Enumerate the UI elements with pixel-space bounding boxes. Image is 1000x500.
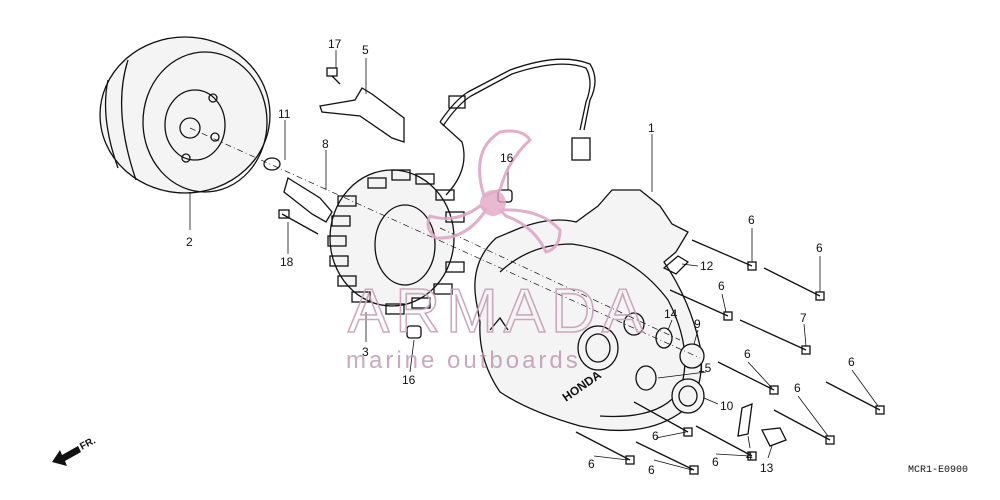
clamp-4 [737, 402, 753, 437]
clamp-12 [662, 255, 690, 275]
dowel-pin-lower [406, 325, 422, 339]
watermark: ARMADA marine outboards [346, 129, 649, 374]
callout-11: 11 [278, 107, 291, 121]
callout-4: 4 [746, 449, 753, 463]
alignment-line [439, 227, 681, 341]
callout-6f: 6 [794, 381, 801, 395]
leader-lines [189, 50, 879, 471]
wire-clamp-bracket [319, 87, 405, 143]
callout-5: 5 [362, 43, 369, 57]
arrow-icon [52, 446, 81, 466]
callout-6e: 6 [848, 355, 855, 369]
callout-3: 3 [362, 345, 369, 359]
stator [327, 169, 465, 315]
front-direction-indicator: FR. [52, 435, 98, 466]
bolt-18 [278, 209, 319, 235]
callout-17: 17 [328, 37, 342, 51]
callout-6h: 6 [712, 455, 719, 469]
cap-9 [679, 343, 705, 369]
callout-16b: 16 [402, 373, 416, 387]
wire-harness [439, 58, 596, 196]
cover-bolts [575, 239, 885, 475]
flywheel-bolt [283, 176, 333, 223]
center-axis-line [189, 127, 701, 359]
callout-7: 7 [800, 311, 807, 325]
diagram-code: MCR1-E0900 [908, 465, 968, 476]
direction-label: FR. [78, 435, 98, 452]
callout-9: 9 [694, 317, 701, 331]
callout-1: 1 [648, 121, 655, 135]
bolt-17 [326, 67, 341, 85]
callout-10: 10 [720, 399, 734, 413]
watermark-brand: ARMADA [348, 277, 649, 346]
callout-6i: 6 [588, 457, 595, 471]
callout-18: 18 [280, 255, 294, 269]
watermark-tagline: marine outboards [346, 347, 581, 374]
callout-6j: 6 [648, 463, 655, 477]
cap-10 [671, 378, 705, 414]
callout-14: 14 [664, 307, 678, 321]
callout-2: 2 [186, 235, 193, 249]
propeller-logo [426, 129, 562, 254]
callout-6d: 6 [744, 347, 751, 361]
callout-8: 8 [322, 137, 329, 151]
washer [263, 157, 281, 171]
fitting-13 [761, 427, 787, 447]
callouts: 1 2 3 4 5 6 6 6 6 6 6 6 6 6 6 7 8 9 10 1… [186, 37, 855, 477]
oil-seal-14 [623, 312, 645, 336]
callout-12: 12 [700, 259, 714, 273]
o-ring-15 [635, 365, 657, 391]
callout-6c: 6 [718, 279, 725, 293]
callout-15: 15 [698, 361, 712, 375]
callout-6a: 6 [748, 213, 755, 227]
flywheel [99, 36, 271, 194]
callout-6b: 6 [816, 241, 823, 255]
callout-6g: 6 [652, 429, 659, 443]
callout-16a: 16 [500, 151, 514, 165]
callout-13: 13 [760, 461, 774, 475]
